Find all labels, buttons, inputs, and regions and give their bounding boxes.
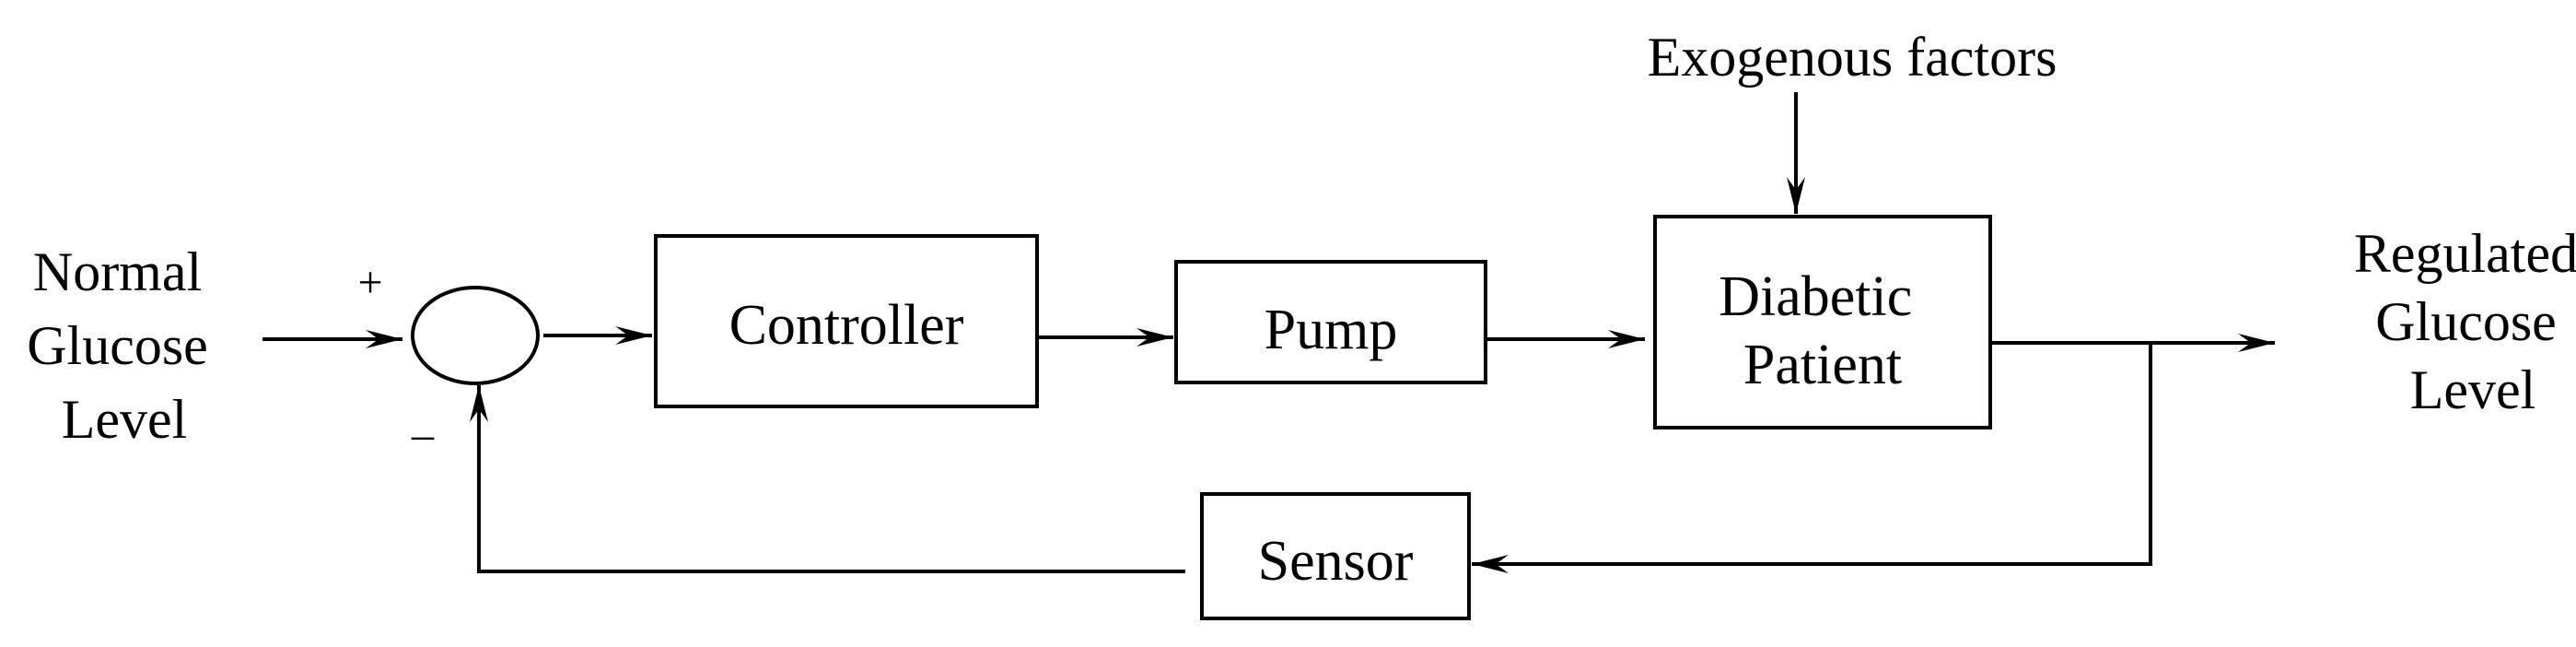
controller-label: Controller [729, 294, 964, 357]
patient-box [1653, 215, 1992, 429]
input-label-line-3: Level [62, 389, 188, 450]
feedback-to-junction-arrow [470, 385, 1185, 573]
patient-label-line-1: Diabetic [1719, 265, 1912, 328]
output-label-line-3: Level [2410, 359, 2536, 420]
plus-sign: + [357, 258, 382, 307]
pump-box [1174, 260, 1487, 384]
sensor-box [1200, 492, 1471, 620]
output-label-line-1: Regulated [2354, 223, 2576, 284]
feedback-to-sensor-arrow [1472, 343, 2152, 573]
patient-label: Diabetic Patient [1719, 265, 1927, 396]
minus-sign: – [411, 410, 435, 459]
controller-box [654, 234, 1039, 408]
summing-junction [411, 286, 540, 385]
exogenous-factors-label: Exogenous factors [1648, 27, 2057, 88]
sensor-label: Sensor [1258, 530, 1414, 593]
patient-label-line-2: Patient [1743, 334, 1902, 396]
input-label-line-1: Normal [33, 241, 202, 302]
pump-label: Pump [1265, 299, 1398, 361]
input-label-line-2: Glucose [27, 315, 208, 376]
output-label-line-2: Glucose [2375, 291, 2557, 352]
output-label: Regulated Glucose Level [2354, 223, 2576, 420]
input-label: Normal Glucose Level [27, 241, 222, 450]
